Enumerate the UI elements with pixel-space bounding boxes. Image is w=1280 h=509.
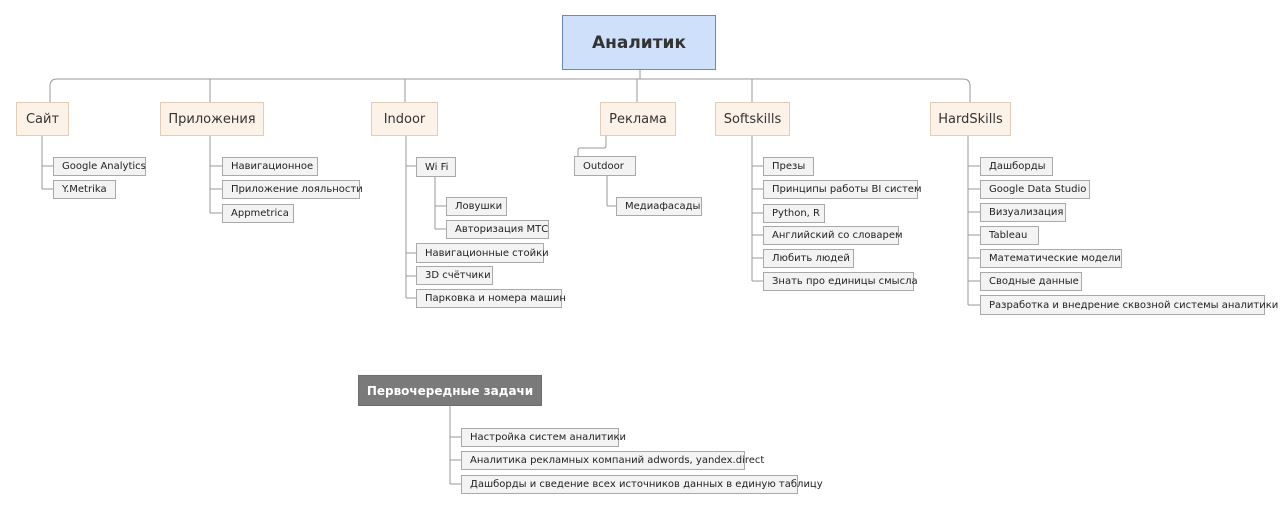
site-item-google-analytics[interactable]: Google Analytics xyxy=(53,157,146,176)
hardskills-item-1[interactable]: Google Data Studio xyxy=(980,180,1090,199)
leaf-label: Ловушки xyxy=(455,201,503,212)
hardskills-item-0[interactable]: Дашборды xyxy=(980,157,1053,176)
leaf-label: Python, R xyxy=(772,208,820,219)
leaf-label: Разработка и внедрение сквозной системы … xyxy=(989,299,1279,311)
softskills-item-4[interactable]: Любить людей xyxy=(763,249,854,268)
apps-item-navigation[interactable]: Навигационное xyxy=(222,157,318,176)
category-hardskills-label: HardSkills xyxy=(938,111,1003,127)
wifi-item-mts-auth[interactable]: Авторизация МТС xyxy=(446,220,549,239)
priority-item-1[interactable]: Аналитика рекламных компаний adwords, ya… xyxy=(461,451,764,470)
leaf-label: Google Analytics xyxy=(62,161,146,172)
leaf-label: Дашборды и сведение всех источников данн… xyxy=(470,479,823,490)
connector-hardskills-items xyxy=(967,136,980,306)
connector-indoor-items xyxy=(405,136,416,299)
leaf-label: Настройка систем аналитики xyxy=(470,432,627,443)
category-indoor-label: Indoor xyxy=(383,111,426,127)
softskills-item-2[interactable]: Python, R xyxy=(763,204,825,223)
leaf-label: Y.Metrika xyxy=(62,184,107,195)
root-label: Аналитик xyxy=(591,32,687,53)
indoor-item-3d-counters[interactable]: 3D счётчики xyxy=(416,266,493,285)
wifi-item-traps[interactable]: Ловушки xyxy=(446,197,507,216)
priority-tasks-node[interactable]: Первочередные задачи xyxy=(358,375,542,406)
leaf-label: Дашборды xyxy=(989,161,1046,172)
connector-outdoor-items xyxy=(606,176,616,207)
leaf-label: Любить людей xyxy=(772,253,850,264)
category-ads[interactable]: Реклама xyxy=(600,102,676,136)
indoor-item-parking[interactable]: Парковка и номера машин xyxy=(416,289,566,308)
hardskills-item-3[interactable]: Tableau xyxy=(980,226,1039,245)
root-node[interactable]: Аналитик xyxy=(562,15,716,70)
leaf-label: Google Data Studio xyxy=(989,184,1087,195)
leaf-label: Английский со словарем xyxy=(772,230,903,241)
ads-item-outdoor[interactable]: Outdoor xyxy=(574,156,636,176)
category-site[interactable]: Сайт xyxy=(16,102,69,136)
leaf-label: Принципы работы BI систем xyxy=(772,184,922,195)
connector-bus xyxy=(49,78,971,102)
apps-item-loyalty[interactable]: Приложение лояльности xyxy=(222,180,363,199)
connector-apps-items xyxy=(209,136,222,214)
indoor-item-wifi[interactable]: Wi Fi xyxy=(416,157,456,177)
category-softskills[interactable]: Softskills xyxy=(715,102,790,136)
category-softskills-label: Softskills xyxy=(723,111,782,127)
leaf-label: Парковка и номера машин xyxy=(425,293,566,304)
leaf-label: Навигационные стойки xyxy=(425,247,549,259)
leaf-label: Аналитика рекламных компаний adwords, ya… xyxy=(470,455,765,466)
hardskills-item-5[interactable]: Сводные данные xyxy=(980,272,1082,291)
connector-ads-outdoor xyxy=(577,136,607,156)
hardskills-item-4[interactable]: Математические модели xyxy=(980,249,1122,268)
connector-softskills-items xyxy=(751,136,763,282)
category-indoor[interactable]: Indoor xyxy=(371,102,438,136)
softskills-item-3[interactable]: Английский со словарем xyxy=(763,226,903,245)
leaf-label: Презы xyxy=(772,161,806,172)
leaf-label: Outdoor xyxy=(583,160,624,172)
softskills-item-0[interactable]: Презы xyxy=(763,157,814,176)
category-site-label: Сайт xyxy=(25,111,60,127)
outdoor-item-media-facades[interactable]: Медиафасады xyxy=(616,197,702,216)
priority-tasks-label: Первочередные задачи xyxy=(366,383,534,398)
category-hardskills[interactable]: HardSkills xyxy=(930,102,1011,136)
category-ads-label: Реклама xyxy=(609,111,667,127)
priority-item-0[interactable]: Настройка систем аналитики xyxy=(461,428,626,447)
leaf-label: Математические модели xyxy=(989,253,1121,264)
indoor-item-nav-stands[interactable]: Навигационные стойки xyxy=(416,243,549,263)
category-apps[interactable]: Приложения xyxy=(160,102,264,136)
leaf-label: Приложение лояльности xyxy=(231,184,363,195)
apps-item-appmetrica[interactable]: Appmetrica xyxy=(222,204,294,223)
leaf-label: Навигационное xyxy=(231,161,314,172)
connector-site-items xyxy=(41,136,53,190)
connector-priority-items xyxy=(449,406,461,485)
connector-wifi-items xyxy=(434,177,446,230)
leaf-label: Tableau xyxy=(989,230,1028,241)
leaf-label: Сводные данные xyxy=(989,276,1079,287)
softskills-item-1[interactable]: Принципы работы BI систем xyxy=(763,180,922,199)
leaf-label: Знать про единицы смысла xyxy=(772,276,918,287)
leaf-label: 3D счётчики xyxy=(425,270,491,281)
leaf-label: Визуализация xyxy=(989,207,1064,218)
leaf-label: Авторизация МТС xyxy=(455,224,549,235)
leaf-label: Медиафасады xyxy=(625,201,701,212)
hardskills-item-2[interactable]: Визуализация xyxy=(980,203,1066,222)
leaf-label: Wi Fi xyxy=(425,161,449,173)
category-apps-label: Приложения xyxy=(168,111,256,127)
softskills-item-5[interactable]: Знать про единицы смысла xyxy=(763,272,918,291)
priority-item-2[interactable]: Дашборды и сведение всех источников данн… xyxy=(461,475,823,494)
leaf-label: Appmetrica xyxy=(231,208,289,219)
site-item-y-metrika[interactable]: Y.Metrika xyxy=(53,180,116,199)
hardskills-item-6[interactable]: Разработка и внедрение сквозной системы … xyxy=(980,295,1278,315)
